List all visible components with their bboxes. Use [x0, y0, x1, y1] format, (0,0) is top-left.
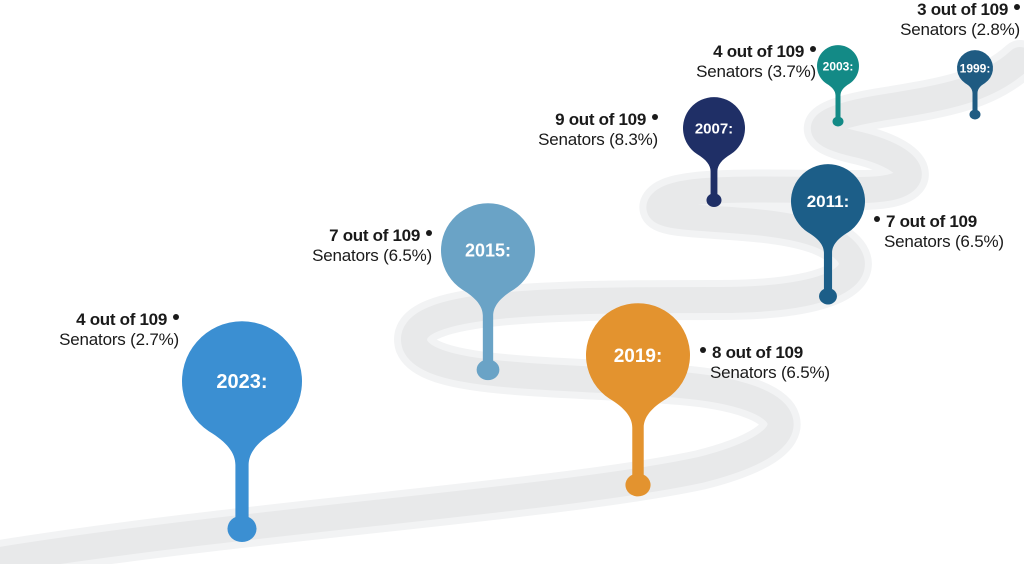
milestone-2007-count: 9 out of 109 — [555, 110, 646, 129]
milestone-2015-share: Senators (6.5%) — [312, 246, 432, 266]
pin-2011-body — [791, 164, 866, 293]
milestone-2011-count: 7 out of 109 — [886, 212, 977, 231]
pin-2011-year-label: 2011: — [807, 192, 850, 211]
pin-2007-year-label: 2007: — [695, 120, 733, 137]
milestone-2015-label: 7 out of 109 Senators (6.5%) — [312, 226, 432, 267]
pin-2007-body — [683, 97, 745, 197]
pin-2003-body — [817, 45, 859, 119]
pin-2019-drop — [625, 473, 651, 497]
pin-2007: 2007: — [683, 97, 745, 208]
milestone-2003-count: 4 out of 109 — [713, 42, 804, 61]
pin-2023: 2023: — [182, 321, 303, 542]
bullet-dot — [173, 313, 179, 320]
pin-2015-drop — [476, 359, 500, 381]
pin-2023-drop — [227, 515, 257, 542]
milestone-1999-count: 3 out of 109 — [917, 0, 1008, 19]
pin-2023-year-label: 2023: — [216, 371, 267, 393]
milestone-2011-share: Senators (6.5%) — [884, 232, 1004, 252]
pin-2023-body — [182, 321, 303, 523]
pin-2015: 2015: — [441, 203, 535, 381]
bullet-dot — [426, 229, 432, 236]
milestone-2011-label: 7 out of 109 Senators (6.5%) — [874, 212, 1004, 253]
pin-2015-body — [441, 203, 535, 365]
bullet-dot — [652, 113, 658, 120]
milestone-2023-count: 4 out of 109 — [76, 310, 167, 329]
pin-2003-drop — [832, 116, 844, 127]
milestone-2015-count: 7 out of 109 — [329, 226, 420, 245]
pin-2003: 2003: — [817, 45, 859, 127]
pin-2015-year-label: 2015: — [465, 240, 511, 260]
pin-1999-body — [956, 50, 994, 112]
milestone-2019-count: 8 out of 109 — [712, 343, 803, 362]
pin-2003-year-label: 2003: — [823, 59, 854, 73]
milestone-2007-share: Senators (8.3%) — [538, 130, 658, 150]
pin-1999-year-label: 1999: — [960, 61, 991, 75]
bullet-dot — [1014, 3, 1020, 10]
pin-2007-drop — [706, 193, 722, 208]
bullet-dot — [874, 215, 880, 222]
bullet-dot — [700, 346, 706, 353]
milestone-1999-share: Senators (2.8%) — [900, 20, 1020, 40]
milestone-2023-share: Senators (2.7%) — [59, 330, 179, 350]
milestone-2019-share: Senators (6.5%) — [710, 363, 830, 383]
pin-2019-body — [586, 303, 691, 480]
pin-2019-year-label: 2019: — [614, 346, 663, 367]
milestone-1999-label: 3 out of 109 Senators (2.8%) — [900, 0, 1020, 41]
pin-2011: 2011: — [791, 164, 866, 305]
road-surface — [0, 47, 1024, 569]
milestone-2023-label: 4 out of 109 Senators (2.7%) — [59, 310, 179, 351]
pin-1999: 1999: — [956, 50, 994, 120]
pin-2011-drop — [819, 288, 837, 305]
milestone-2003-label: 4 out of 109 Senators (3.7%) — [696, 42, 816, 83]
pin-1999-drop — [969, 109, 981, 120]
milestone-2007-label: 9 out of 109 Senators (8.3%) — [538, 110, 658, 151]
bullet-dot — [810, 45, 816, 52]
milestone-2019-label: 8 out of 109 Senators (6.5%) — [700, 343, 830, 384]
milestone-2003-share: Senators (3.7%) — [696, 62, 816, 82]
pin-2019: 2019: — [586, 303, 691, 497]
